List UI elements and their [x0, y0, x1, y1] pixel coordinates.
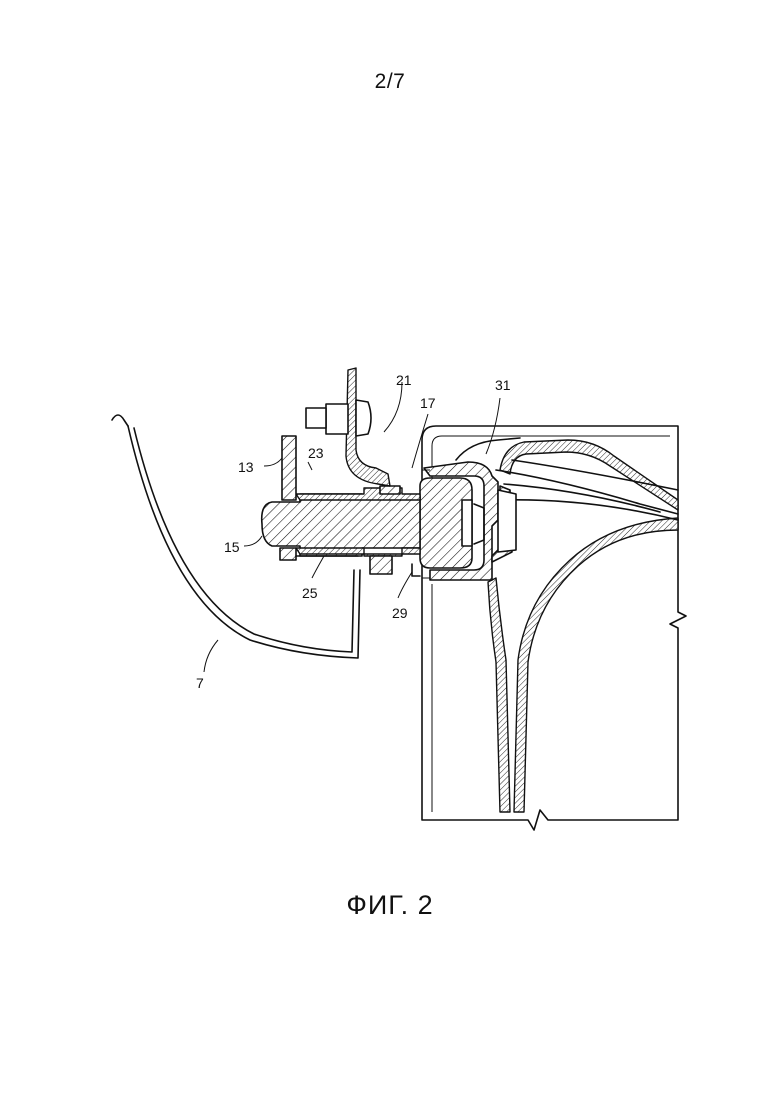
- inner-wall: [488, 518, 678, 812]
- label-25: 25: [302, 585, 318, 601]
- bolt-15: [262, 494, 420, 556]
- label-17: 17: [420, 395, 436, 411]
- bolt-head: [420, 478, 484, 568]
- label-29: 29: [392, 605, 408, 621]
- label-31: 31: [495, 377, 511, 393]
- label-7: 7: [196, 675, 204, 691]
- label-21: 21: [396, 372, 412, 388]
- label-23: 23: [308, 445, 324, 461]
- label-15: 15: [224, 539, 240, 555]
- figure-caption: ФИГ. 2: [0, 890, 780, 921]
- label-13: 13: [238, 459, 254, 475]
- bracket-21: [306, 368, 390, 486]
